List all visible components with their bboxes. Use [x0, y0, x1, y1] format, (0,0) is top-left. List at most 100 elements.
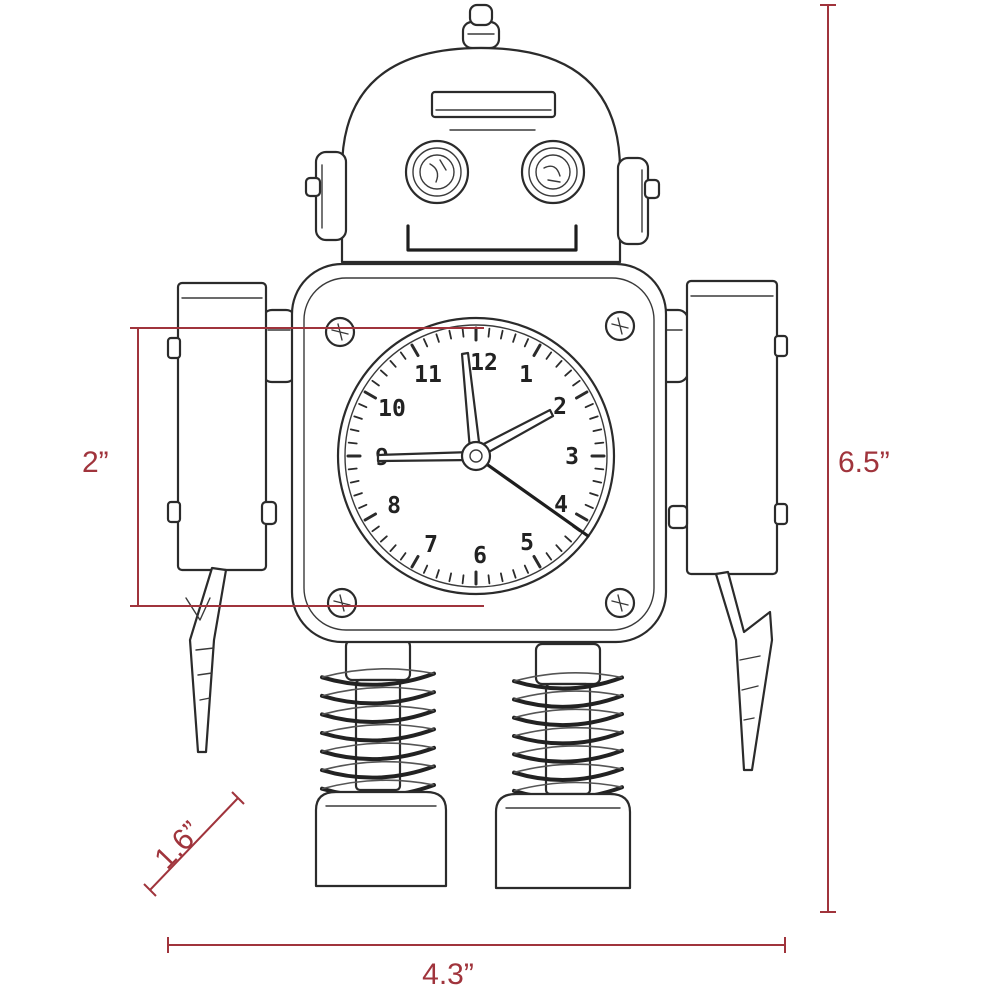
height-label: 6.5” — [838, 446, 890, 479]
clock-tick — [448, 329, 453, 340]
numeral-6: 6 — [473, 543, 487, 569]
clock-label: 2” — [82, 446, 109, 479]
clock-tick — [575, 390, 589, 400]
clock-tick — [594, 441, 605, 445]
spring-coil — [512, 730, 624, 746]
spring-coil-back — [513, 672, 623, 682]
left-leg — [320, 638, 436, 799]
depth-label: 1.6” — [148, 815, 208, 875]
clock-tick — [347, 441, 358, 445]
width-dimension: 4.3” — [167, 937, 786, 990]
screw-top-right — [604, 310, 636, 342]
spring-coil-back — [513, 726, 623, 737]
right-ear — [616, 156, 661, 246]
clock-tick — [410, 343, 420, 357]
clock-tick — [545, 351, 553, 360]
clock-tick — [389, 544, 397, 552]
clock-tick — [371, 525, 380, 533]
clock-tick — [422, 338, 429, 348]
left-foot — [314, 790, 448, 888]
clock-tick — [435, 333, 440, 343]
clock-tick — [349, 428, 360, 433]
right-eye — [520, 139, 586, 205]
spring-coil-back — [321, 760, 435, 771]
clock-tick — [523, 564, 529, 574]
width-label: 4.3” — [422, 958, 474, 990]
clock-face: 12 1 2 3 4 5 6 7 8 9 10 11 — [336, 316, 616, 596]
numeral-10: 10 — [378, 396, 406, 422]
clock-tick — [347, 467, 358, 471]
clock-tick — [379, 369, 388, 377]
clock-dimension: 2” — [82, 327, 484, 607]
clock-tick — [389, 359, 397, 368]
spring-coil — [320, 727, 436, 743]
clock-tick — [512, 333, 517, 343]
left-arm — [166, 281, 278, 572]
numeral-2: 2 — [553, 394, 567, 420]
clock-tick — [584, 503, 594, 510]
spring-coil-back — [513, 708, 623, 719]
height-dimension: 6.5” — [820, 4, 890, 913]
clock-tick — [353, 415, 363, 420]
numeral-5: 5 — [520, 530, 534, 556]
clock-tick — [487, 574, 491, 585]
clock-tick — [564, 369, 572, 377]
numeral-4: 4 — [554, 492, 568, 518]
numeral-12: 12 — [470, 350, 498, 376]
clock-tick — [399, 552, 407, 561]
spring-coil — [512, 748, 624, 764]
screw-top-left — [324, 316, 356, 348]
clock-tick — [353, 492, 363, 497]
numeral-1: 1 — [519, 362, 533, 388]
clock-tick — [410, 555, 420, 569]
right-alligator-clip — [714, 570, 774, 772]
clock-tick — [461, 327, 465, 338]
spring-coil — [320, 690, 436, 706]
spring-coil-back — [321, 705, 435, 716]
clock-numerals: 12 1 2 3 4 5 6 7 8 9 10 11 — [375, 350, 579, 569]
right-foot — [494, 792, 632, 890]
spring-coil — [320, 745, 436, 762]
clock-tick — [589, 492, 599, 497]
numeral-3: 3 — [565, 444, 579, 470]
second-hand — [476, 456, 590, 538]
spring-coil — [512, 766, 624, 782]
spring-coil-back — [321, 686, 435, 697]
spring-coil-back — [513, 763, 623, 774]
clock-tick — [545, 552, 553, 561]
clock-tick — [594, 467, 605, 471]
clock-tick — [512, 569, 517, 579]
numeral-8: 8 — [387, 493, 401, 519]
clock-tick — [575, 512, 589, 522]
clock-tick — [532, 343, 542, 357]
clock-tick — [532, 555, 542, 569]
clock-tick — [371, 379, 380, 387]
clock-tick — [448, 572, 453, 583]
left-ear — [304, 150, 348, 242]
clock-tick — [435, 569, 440, 579]
left-alligator-clip — [185, 566, 228, 754]
spring-coil-back — [513, 745, 623, 756]
spring-coil-back — [513, 781, 623, 792]
clock-tick — [592, 428, 603, 433]
spring-coil-back — [321, 668, 435, 679]
numeral-7: 7 — [424, 532, 438, 558]
clock-tick — [358, 503, 368, 510]
spring-coil-back — [321, 723, 435, 734]
clock-tick — [399, 351, 407, 360]
clock-tick — [499, 572, 504, 583]
clock-tick-marks — [346, 326, 606, 586]
clock-tick — [487, 327, 491, 338]
clock-tick — [572, 379, 581, 387]
spring-coil — [512, 675, 624, 691]
clock-tick — [379, 535, 388, 543]
right-leg — [512, 642, 624, 801]
clock-tick — [358, 402, 368, 409]
screw-bottom-right — [604, 587, 636, 619]
clock-tick — [584, 402, 594, 409]
spring-coil — [320, 708, 436, 724]
depth-dimension: 1.6” — [143, 791, 245, 897]
clock-tick — [461, 574, 465, 585]
